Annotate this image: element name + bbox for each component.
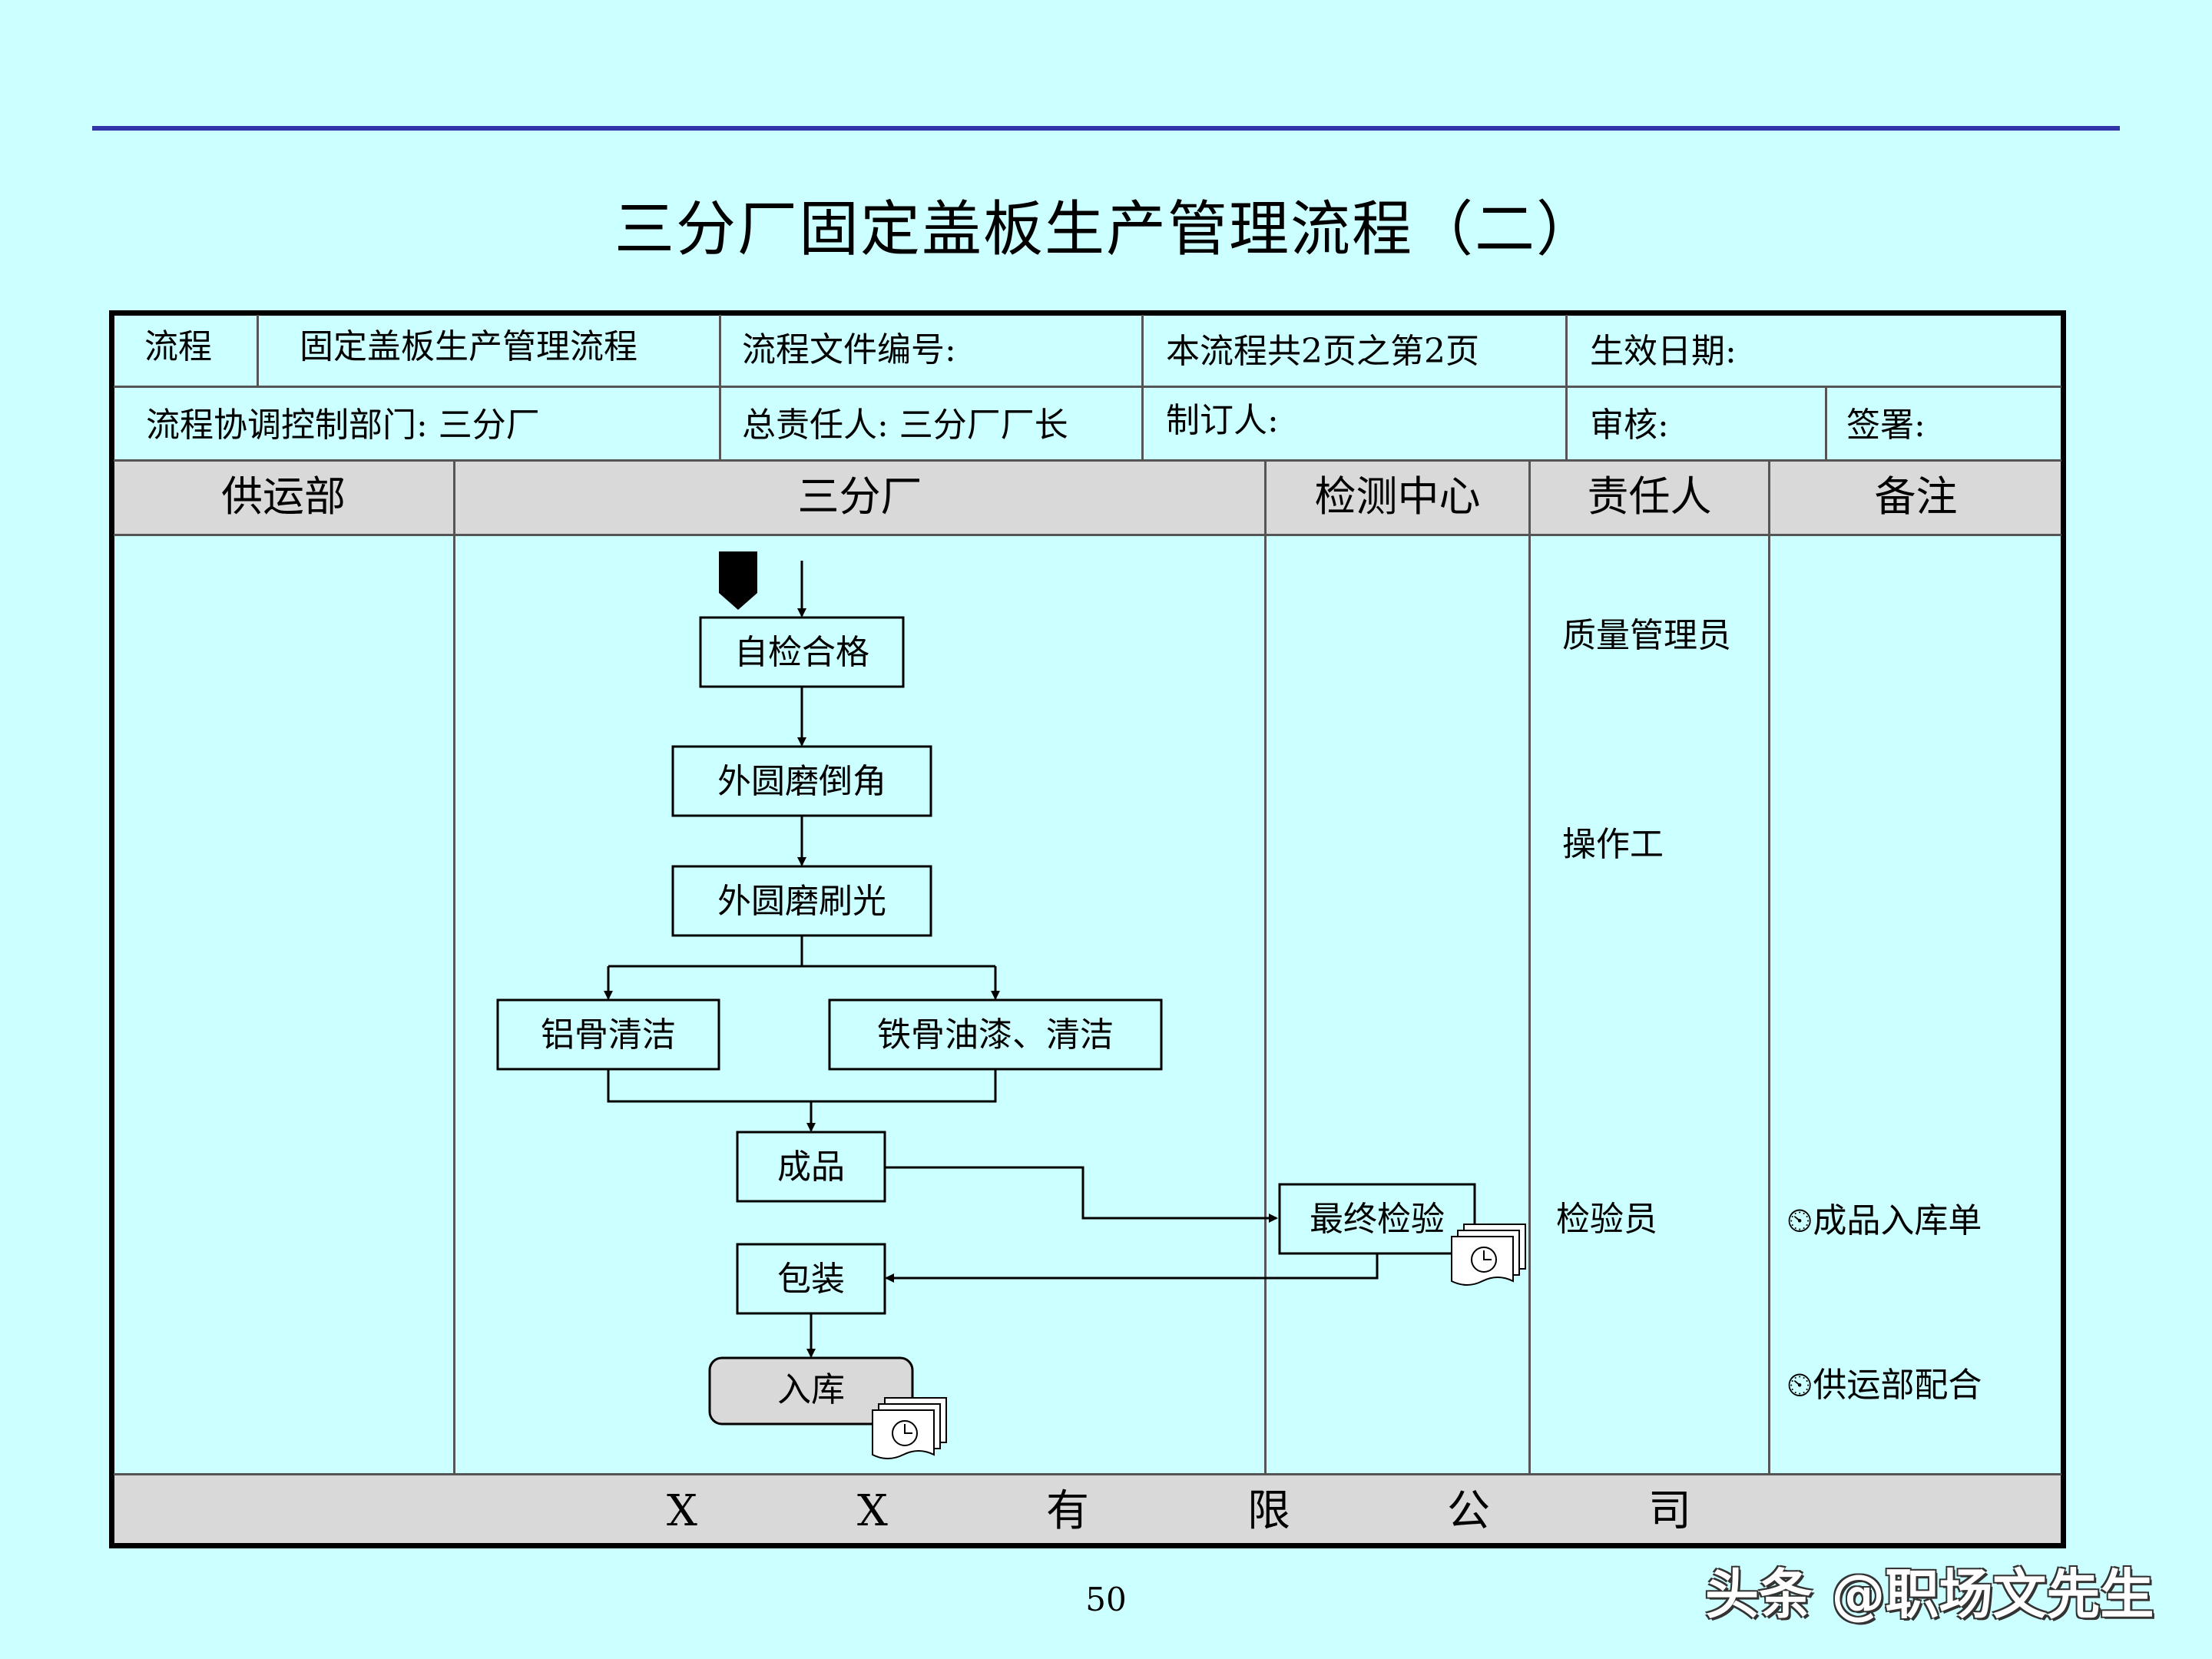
node-final-check-label: 最终检验 — [1310, 1200, 1445, 1239]
remark-supply-cooperation: ⏲供运部配合 — [1786, 1366, 1982, 1405]
owner: 总责任人: 三分厂厂长 — [742, 406, 1068, 445]
node-self-check — [699, 616, 905, 688]
responsible-operator: 操作工 — [1562, 825, 1664, 864]
col-divider — [257, 315, 259, 386]
footer-char: 司 — [1648, 1486, 1691, 1536]
responsible-qa: 质量管理员 — [1562, 616, 1731, 655]
lane-divider — [1768, 461, 1770, 1475]
lane-divider — [453, 461, 455, 1475]
node-pack-label: 包装 — [777, 1260, 845, 1299]
node-polish — [671, 865, 932, 937]
footer-band — [114, 1475, 2061, 1544]
connector — [607, 1069, 997, 1103]
lane-supply: 供运部 — [221, 472, 346, 521]
node-polish-label: 外圆磨刷光 — [717, 882, 886, 921]
footer-char: 有 — [1046, 1486, 1089, 1536]
arrow — [885, 1253, 1379, 1283]
document-icon — [872, 1397, 947, 1459]
footer-char: 公 — [1447, 1486, 1490, 1536]
process-name: 固定盖板生产管理流程 — [300, 327, 637, 366]
row-divider — [114, 459, 2061, 462]
remark-warehouse-slip: ⏲成品入库单 — [1786, 1201, 1982, 1240]
row-divider — [114, 1473, 2061, 1475]
control-department: 流程协调控制部门: 三分厂 — [146, 406, 540, 445]
review-label: 审核: — [1590, 406, 1669, 445]
node-self-check-label: 自检合格 — [734, 633, 869, 672]
col-divider — [719, 315, 721, 461]
node-chamfer-label: 外圆磨倒角 — [717, 762, 886, 801]
lane-factory: 三分厂 — [797, 472, 922, 521]
effective-date-label: 生效日期: — [1590, 332, 1737, 371]
node-chamfer — [671, 745, 932, 817]
file-number-label: 流程文件编号: — [742, 330, 956, 369]
lane-responsible: 责任人 — [1587, 472, 1712, 521]
col-divider — [1825, 387, 1827, 461]
node-fe-paint-label: 铁骨油漆、清洁 — [877, 1015, 1114, 1055]
lane-remarks: 备注 — [1874, 472, 1958, 521]
node-store — [708, 1356, 914, 1426]
row-divider — [114, 534, 2061, 536]
node-product-label: 成品 — [777, 1147, 845, 1187]
page-title: 三分厂固定盖板生产管理流程（二） — [614, 195, 1598, 264]
watermark: 头条 @职场文先生 — [1705, 1563, 2154, 1626]
row-divider — [114, 386, 2061, 388]
node-al-clean-label: 铝骨清洁 — [541, 1015, 676, 1055]
col-divider — [1141, 315, 1144, 461]
footer-char: X — [667, 1486, 697, 1536]
footer-char: X — [857, 1486, 888, 1536]
node-fe-paint — [828, 998, 1163, 1071]
col-divider — [1565, 315, 1568, 461]
author-label: 制订人: — [1166, 401, 1279, 440]
arrow — [885, 1166, 1278, 1223]
lane-header-band — [114, 461, 2061, 535]
node-final-check — [1278, 1183, 1476, 1255]
footer-char: 限 — [1247, 1486, 1290, 1536]
sign-label: 签署: — [1846, 406, 1926, 445]
node-product — [736, 1131, 886, 1203]
document-icon — [1451, 1224, 1526, 1286]
page-count: 本流程共2页之第2页 — [1166, 332, 1479, 371]
page-number: 50 — [1085, 1581, 1127, 1618]
lane-inspection: 检测中心 — [1314, 472, 1481, 521]
process-frame — [109, 310, 2066, 1548]
top-rule — [92, 126, 2120, 131]
node-store-label: 入库 — [777, 1370, 845, 1409]
node-al-clean — [496, 998, 720, 1071]
lane-divider — [1264, 461, 1267, 1475]
process-label: 流程 — [144, 327, 212, 366]
responsible-inspector: 检验员 — [1556, 1200, 1657, 1239]
connector — [608, 935, 995, 968]
start-marker — [719, 551, 757, 610]
lane-divider — [1528, 461, 1531, 1475]
